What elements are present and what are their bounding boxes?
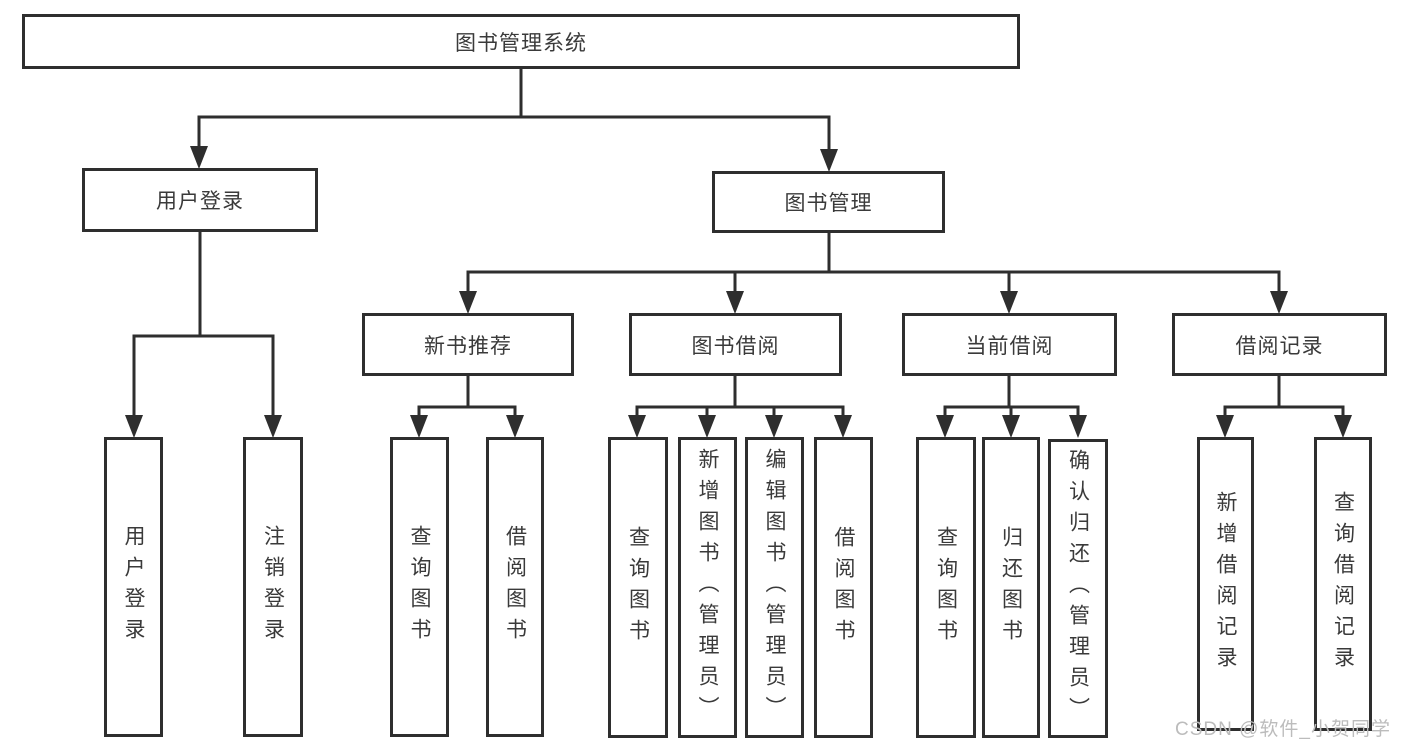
leaf-label: 用户登录 xyxy=(122,525,145,649)
node-root-system: 图书管理系统 xyxy=(22,14,1020,69)
leaf-confirm-return-admin: 确认归还（管理员） xyxy=(1048,439,1108,738)
leaf-user-login: 用户登录 xyxy=(104,437,163,737)
leaf-edit-books-admin: 编辑图书（管理员） xyxy=(745,437,804,738)
leaf-label: 借阅图书 xyxy=(503,525,527,649)
leaf-label: 查询图书 xyxy=(626,525,650,650)
leaf-borrow-books-borrowing: 借阅图书 xyxy=(814,437,873,738)
leaf-label: 查询借阅记录 xyxy=(1331,491,1355,677)
node-book-borrowing: 图书借阅 xyxy=(629,313,842,376)
leaf-return-books: 归还图书 xyxy=(982,437,1040,738)
leaf-label: 注销登录 xyxy=(261,525,285,649)
leaf-label: 借阅图书 xyxy=(832,525,855,650)
node-current-borrowing: 当前借阅 xyxy=(902,313,1117,376)
leaf-query-borrow-record: 查询借阅记录 xyxy=(1314,437,1372,731)
node-new-book-recommend: 新书推荐 xyxy=(362,313,574,376)
leaf-label: 新增借阅记录 xyxy=(1214,491,1237,677)
leaf-query-books-borrowing: 查询图书 xyxy=(608,437,668,738)
leaf-label: 查询图书 xyxy=(934,525,958,650)
leaf-add-borrow-record: 新增借阅记录 xyxy=(1197,437,1254,731)
leaf-label: 归还图书 xyxy=(999,525,1023,650)
leaf-borrow-books-newrec: 借阅图书 xyxy=(486,437,544,737)
csdn-watermark: CSDN @软件_小贺同学 xyxy=(1175,719,1391,740)
leaf-label: 查询图书 xyxy=(408,525,431,649)
leaf-query-books-current: 查询图书 xyxy=(916,437,976,738)
leaf-query-books-newrec: 查询图书 xyxy=(390,437,449,737)
leaf-label: 编辑图书（管理员） xyxy=(763,448,786,727)
node-user-login: 用户登录 xyxy=(82,168,318,232)
leaf-label: 确认归还（管理员） xyxy=(1066,449,1090,728)
leaf-label: 新增图书（管理员） xyxy=(696,448,719,727)
leaf-logout: 注销登录 xyxy=(243,437,303,737)
node-borrow-records: 借阅记录 xyxy=(1172,313,1387,376)
leaf-add-books-admin: 新增图书（管理员） xyxy=(678,437,737,738)
node-book-management: 图书管理 xyxy=(712,171,945,233)
